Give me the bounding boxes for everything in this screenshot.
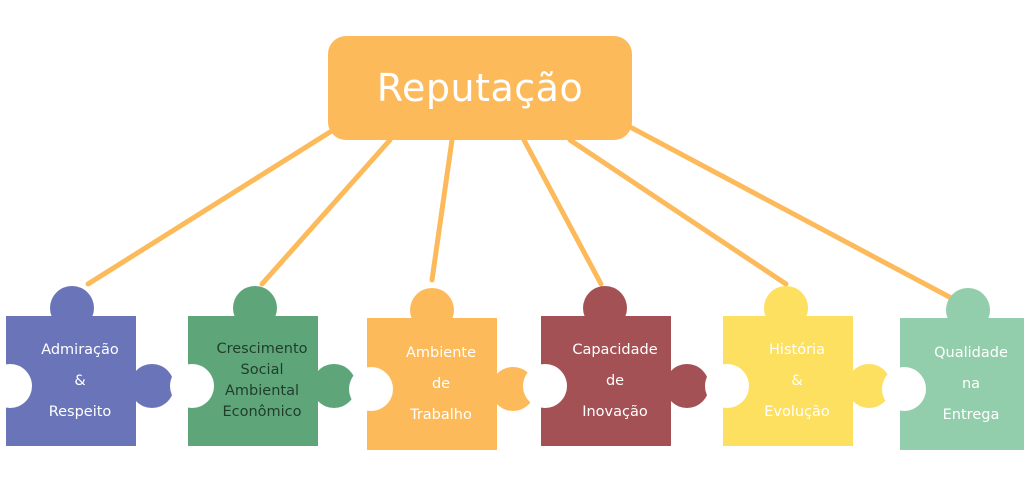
piece-label-line: Crescimento (216, 341, 308, 357)
connector-lines (85, 125, 958, 303)
puzzle-pieces (0, 286, 1024, 450)
puzzle-piece (882, 288, 1024, 450)
piece-label-line: Ambiente (406, 344, 476, 361)
piece-label-line: Evolução (764, 403, 830, 420)
piece-label-line: Entrega (942, 406, 1000, 423)
piece-label-line: de (605, 372, 625, 389)
piece-label: História & Evolução (735, 316, 859, 446)
piece-label-line: Qualidade (934, 344, 1008, 361)
puzzle-piece (705, 286, 891, 446)
piece-label-line: de (431, 375, 451, 392)
connector-line (259, 137, 393, 287)
piece-label-line: Respeito (48, 403, 112, 420)
connector-line (85, 129, 333, 287)
piece-label-line: Admiração (41, 341, 119, 358)
piece-label-line: História (769, 341, 825, 358)
puzzle-piece (523, 286, 709, 446)
piece-label-line: Ambiental (225, 383, 299, 399)
piece-label-line: Social (240, 362, 284, 378)
puzzle-piece (170, 286, 356, 446)
puzzle-piece (0, 286, 174, 446)
root-label: Reputação (376, 66, 584, 110)
puzzle-piece (349, 288, 535, 450)
connector-line (629, 125, 958, 303)
piece-label: Admiração & Respeito (18, 316, 142, 446)
root-node: Reputação (328, 36, 632, 140)
piece-label-line: Inovação (582, 403, 648, 420)
piece-label-line: Econômico (222, 404, 302, 420)
connector-line (429, 137, 455, 283)
piece-label-line: Capacidade (572, 341, 658, 358)
connector-line (567, 137, 789, 287)
piece-label-line: & (74, 372, 86, 389)
piece-label-line: & (791, 372, 803, 389)
piece-label-line: na (961, 375, 981, 392)
connector-line (521, 137, 604, 287)
piece-label-line: Trabalho (410, 406, 472, 423)
